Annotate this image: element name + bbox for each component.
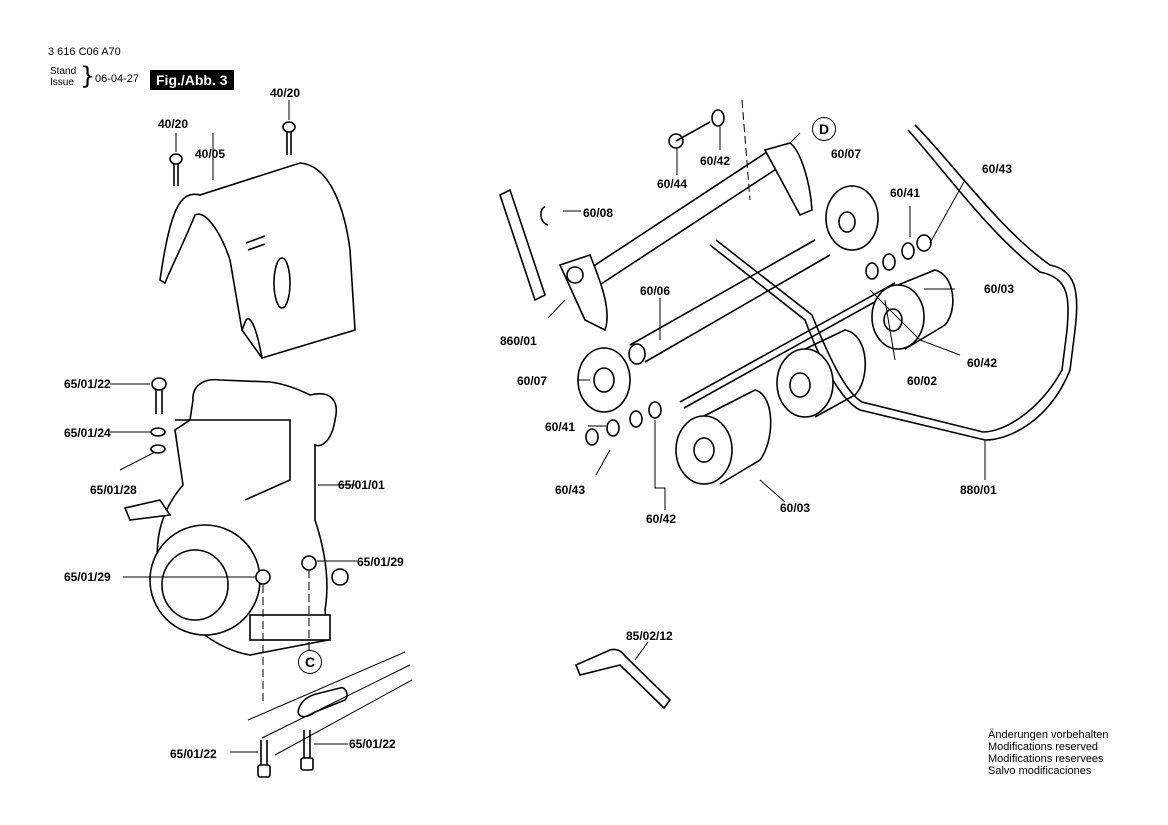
callout-40-20: 40/20 [270, 86, 301, 100]
callout-60-42: 60/42 [646, 512, 677, 526]
callout-65-01-22: 65/01/22 [349, 737, 396, 751]
callout-65-01-29: 65/01/29 [64, 570, 111, 584]
marker-d: D [812, 117, 836, 141]
footer-note: Salvo modificaciones [988, 765, 1092, 777]
footer-note: Modifications reservees [988, 753, 1104, 765]
callout-65-01-24: 65/01/24 [64, 426, 111, 440]
marker-c: C [298, 650, 322, 674]
callout-60-41: 60/41 [545, 420, 576, 434]
callout-60-43: 60/43 [982, 162, 1013, 176]
callout-65-01-29: 65/01/29 [357, 555, 404, 569]
callout-40-05: 40/05 [195, 147, 226, 161]
callout-65-01-28: 65/01/28 [90, 483, 137, 497]
footer-note: Modifications reserved [988, 741, 1099, 753]
callout-65-01-01: 65/01/01 [338, 478, 385, 492]
callout-60-07: 60/07 [517, 374, 548, 388]
issue-label: Issue [50, 77, 74, 88]
hex-key-icon [574, 648, 672, 710]
callout-85-02-12: 85/02/12 [626, 629, 673, 643]
washer-icon [585, 234, 932, 446]
roller-icon [675, 269, 954, 485]
callout-60-06: 60/06 [640, 284, 671, 298]
callout-60-03: 60/03 [984, 282, 1015, 296]
stand-label: Stand [50, 66, 77, 77]
callout-60-02: 60/02 [907, 374, 938, 388]
brace-icon: } [80, 62, 96, 90]
callout-60-08: 60/08 [583, 206, 614, 220]
screw-icon [169, 121, 296, 186]
leader-lines [110, 100, 986, 753]
engine-part [123, 378, 349, 656]
callout-40-20: 40/20 [158, 117, 189, 131]
callout-60-03: 60/03 [780, 501, 811, 515]
footer-note: Änderungen vorbehalten [988, 729, 1109, 741]
part-number: 3 616 C06 A70 [48, 46, 121, 58]
callout-60-42: 60/42 [700, 154, 731, 168]
handle-frame [709, 124, 1078, 441]
axle-assembly [499, 142, 813, 332]
callout-65-01-22: 65/01/22 [170, 747, 217, 761]
issue-date: 06-04-27 [95, 73, 140, 85]
cover-part [159, 162, 356, 359]
callout-60-44: 60/44 [657, 177, 688, 191]
screw-icon [257, 730, 314, 778]
figure-label: Fig./Abb. 3 [150, 70, 234, 90]
callout-860-01: 860/01 [500, 334, 537, 348]
callout-65-01-22: 65/01/22 [64, 377, 111, 391]
bolt-icon [668, 109, 725, 149]
callout-60-43: 60/43 [555, 483, 586, 497]
callout-880-01: 880/01 [960, 483, 997, 497]
callout-60-07: 60/07 [831, 147, 862, 161]
callout-60-42: 60/42 [967, 356, 998, 370]
bolt-icon [150, 377, 167, 454]
callout-60-41: 60/41 [890, 186, 921, 200]
